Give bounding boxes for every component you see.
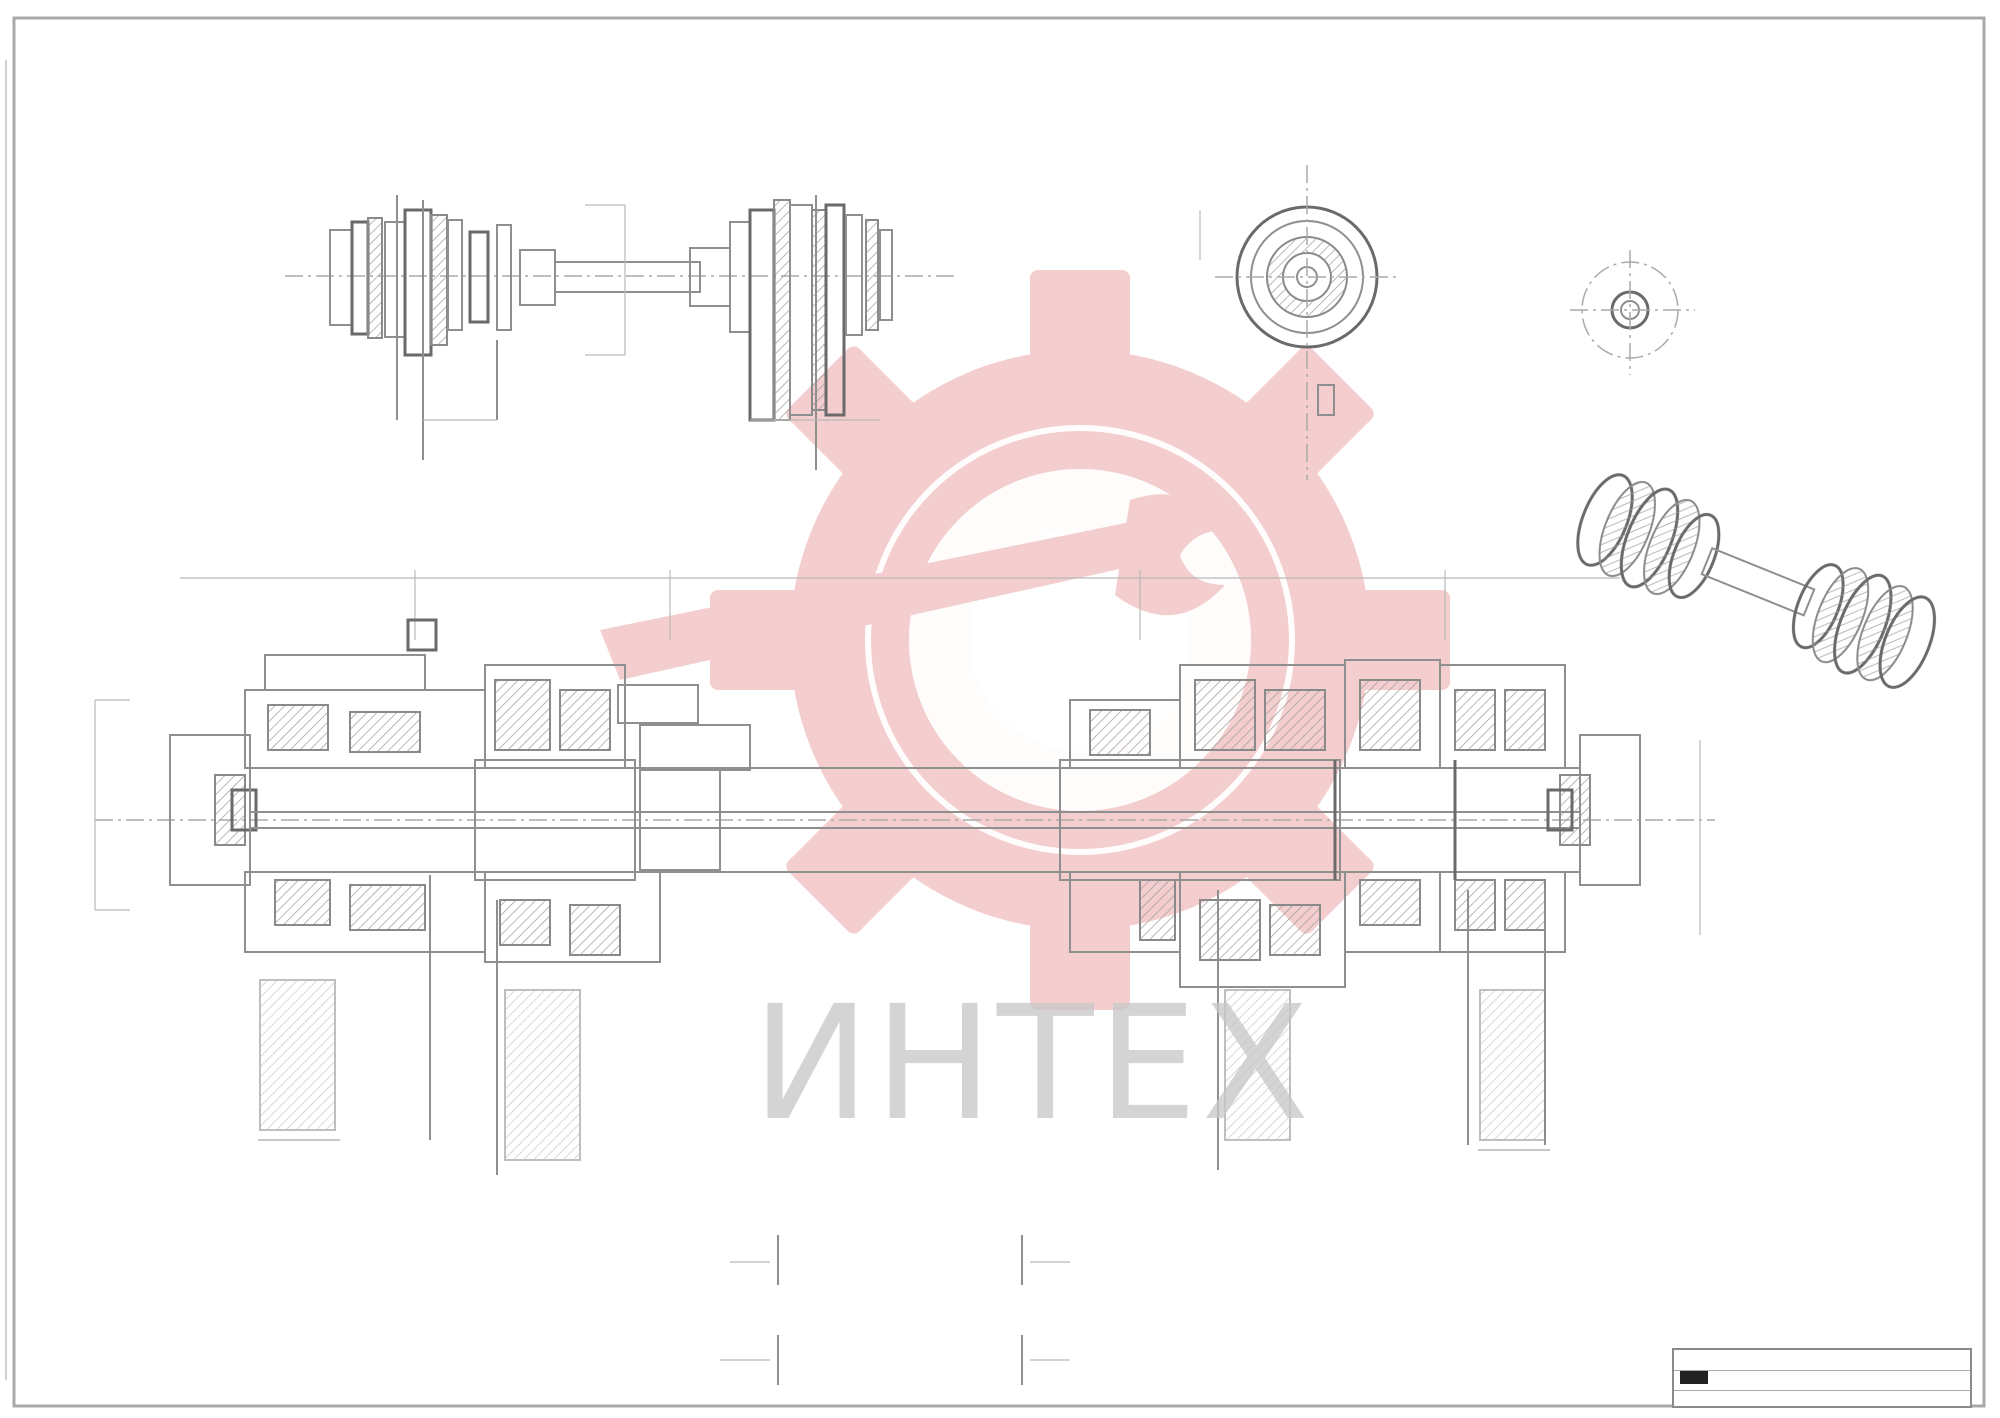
title-block-logo <box>1680 1370 1708 1384</box>
detail-section-views <box>258 979 1550 1385</box>
title-block <box>1672 1348 1972 1408</box>
sheet-frame <box>12 16 1986 1408</box>
title-block-row <box>1674 1390 1970 1391</box>
watermark-brand-text: ИНТЕХ <box>752 972 1314 1156</box>
top-assembly-view <box>285 195 955 470</box>
watermark-logo <box>600 270 1450 1010</box>
isometric-view <box>1576 473 1936 689</box>
side-view-small-circle <box>1570 250 1695 375</box>
side-view-circle <box>1199 165 1400 480</box>
title-block-row <box>1674 1370 1970 1371</box>
